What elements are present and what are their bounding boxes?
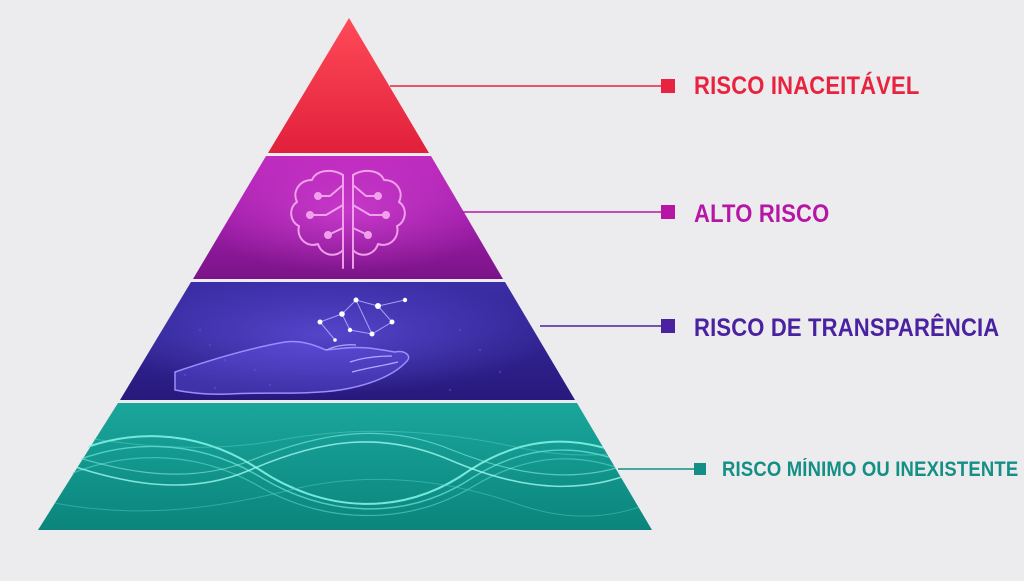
connector-high: [462, 205, 675, 219]
label-minimal-risk: RISCO MÍNIMO OU INEXISTENTE: [722, 458, 1019, 481]
connector-transparency: [540, 319, 675, 333]
tier-transparency-risk: [120, 282, 575, 400]
connector-unacceptable: [390, 79, 675, 93]
marker-minimal: [694, 463, 706, 475]
brain-circuit-icon: [290, 169, 406, 269]
label-transparency-risk: RISCO DE TRANSPARÊNCIA: [694, 314, 1000, 342]
tier-minimal-risk: [38, 403, 652, 530]
connector-minimal: [618, 463, 706, 475]
label-high-risk: ALTO RISCO: [694, 200, 830, 228]
tier-unacceptable-risk: [268, 18, 429, 153]
marker-unacceptable: [661, 79, 675, 93]
tier-high-risk: [193, 156, 503, 279]
label-unacceptable-risk: RISCO INACEITÁVEL: [694, 72, 920, 100]
wave-lines-icon: [39, 429, 652, 517]
marker-transparency: [661, 319, 675, 333]
hand-network-icon: [174, 297, 410, 395]
marker-high: [661, 205, 675, 219]
